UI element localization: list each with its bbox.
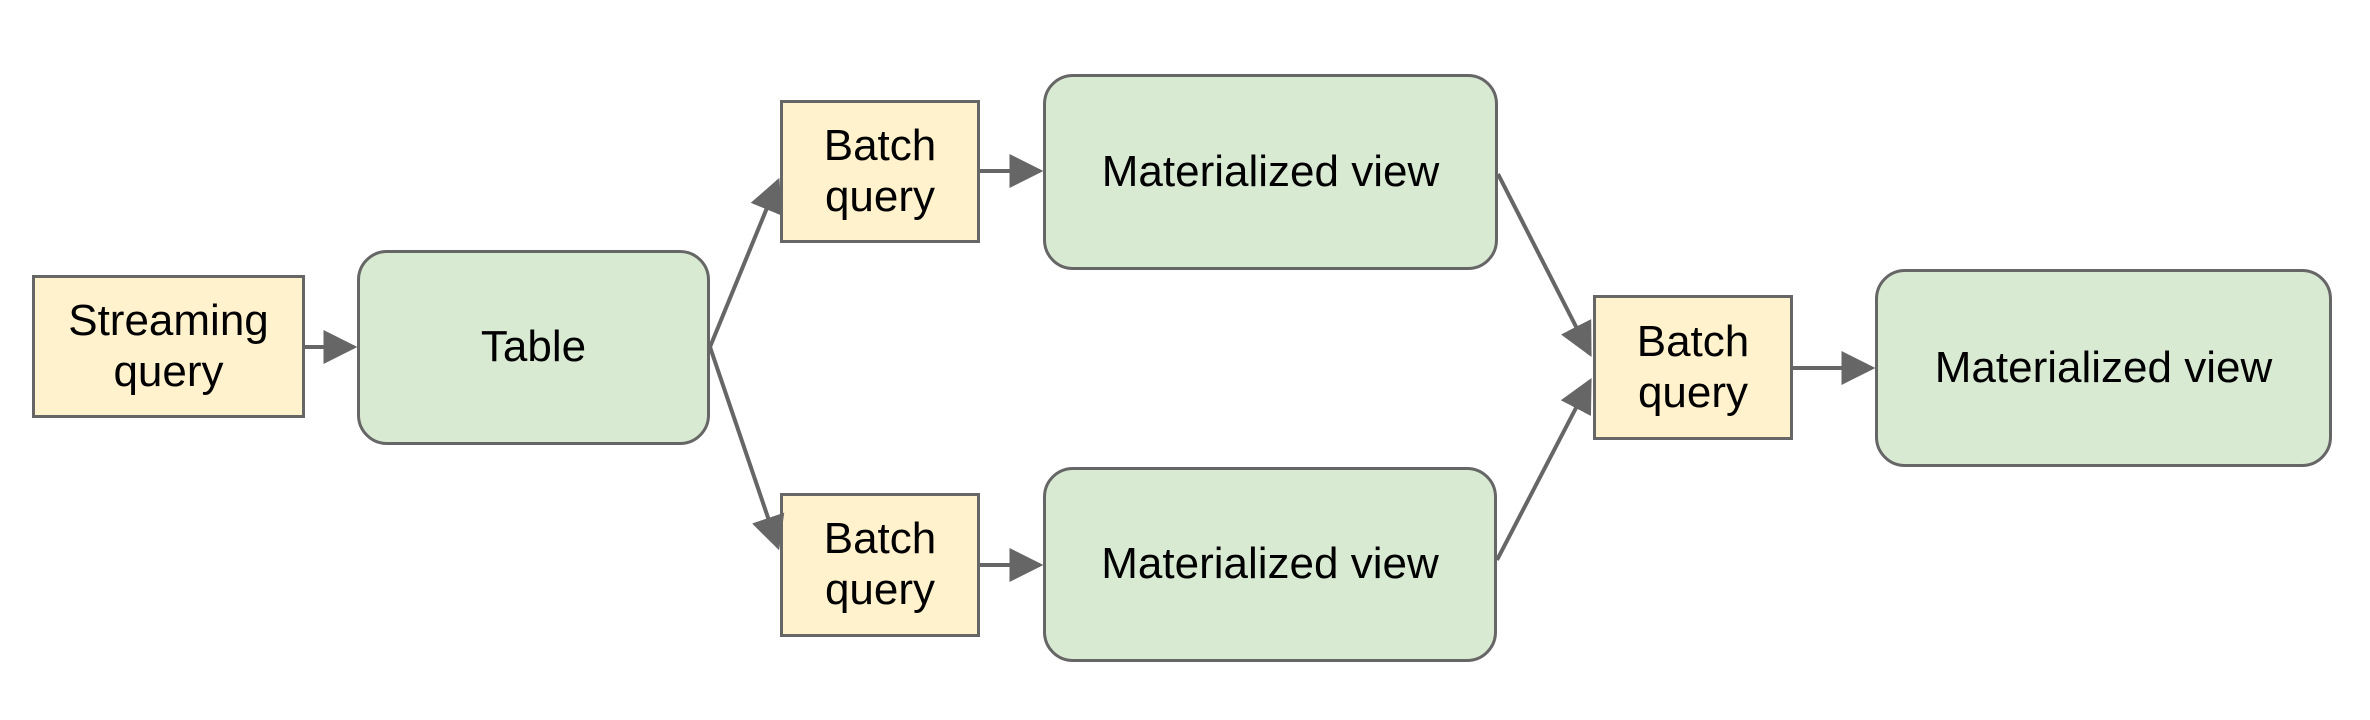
node-batch-query-top: Batch query	[780, 100, 980, 243]
node-label: Batch query	[823, 514, 937, 614]
edge-table-to-batch-query-bottom	[708, 346, 785, 551]
node-label: Materialized view	[1934, 342, 2273, 392]
node-label: Materialized view	[1101, 539, 1439, 589]
node-batch-query-bottom: Batch query	[780, 493, 980, 637]
node-streaming-query: Streaming query	[32, 275, 305, 418]
node-materialized-view-bottom: Materialized view	[1043, 467, 1497, 662]
node-label: Batch query	[1636, 316, 1750, 417]
edge-materialized-view-bottom-to-batch-query-right	[1495, 377, 1592, 561]
node-label: Streaming query	[68, 295, 269, 396]
node-batch-query-right: Batch query	[1593, 295, 1793, 440]
edge-materialized-view-top-to-batch-query-right	[1496, 173, 1592, 358]
node-materialized-view-right: Materialized view	[1875, 269, 2332, 467]
node-materialized-view-top: Materialized view	[1043, 74, 1498, 270]
node-label: Table	[480, 322, 587, 372]
node-label: Batch query	[823, 120, 937, 221]
node-table: Table	[357, 250, 710, 445]
node-label: Materialized view	[1101, 146, 1440, 196]
edge-table-to-batch-query-top	[708, 177, 783, 348]
